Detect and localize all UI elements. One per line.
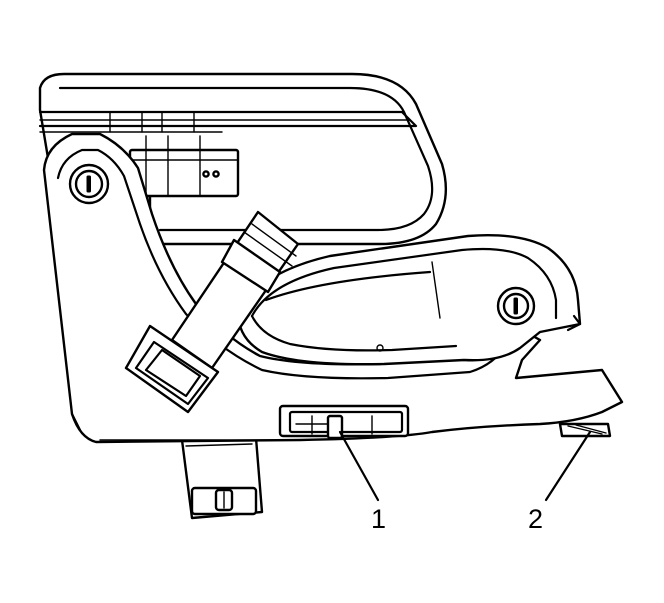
callout-2-label: 2 bbox=[528, 504, 544, 534]
cushion-frame bbox=[236, 234, 582, 366]
track-release-lever bbox=[326, 414, 344, 440]
front-pivot-bolt bbox=[496, 286, 536, 326]
support-strut bbox=[124, 210, 300, 414]
callout-1-label: 1 bbox=[371, 504, 387, 534]
track-slot bbox=[278, 404, 410, 440]
lower-bracket bbox=[180, 436, 264, 520]
callout-1-leader bbox=[338, 430, 380, 502]
callout-2-leader bbox=[544, 430, 592, 502]
rear-pivot-bolt bbox=[68, 163, 110, 205]
front-clip bbox=[558, 422, 612, 438]
